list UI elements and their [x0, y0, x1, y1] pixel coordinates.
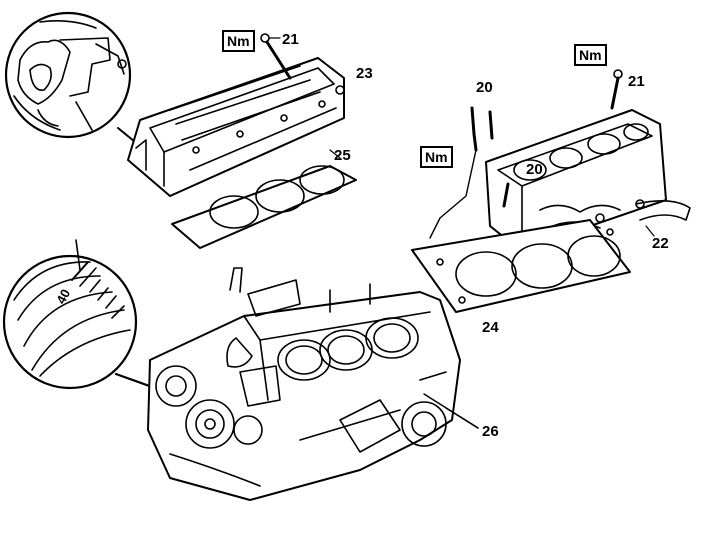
callout-25: 25 — [334, 147, 351, 164]
callout-21-right: 21 — [628, 73, 645, 90]
callout-21-left: 21 — [282, 31, 299, 48]
torque-symbol-middle-right: Nm — [420, 146, 453, 168]
timing-detail-circle — [4, 11, 132, 139]
callout-20-lower: 20 — [526, 161, 543, 178]
cylinder-head-gasket — [411, 219, 631, 313]
torque-symbol-top-left: Nm — [222, 30, 255, 52]
callout-24: 24 — [482, 319, 499, 336]
callout-22: 22 — [652, 235, 669, 252]
callout-23: 23 — [356, 65, 373, 82]
callout-26: 26 — [482, 423, 499, 440]
callout-20-top: 20 — [476, 79, 493, 96]
bolts-20 — [470, 106, 510, 208]
cylinder-head-cover — [127, 57, 345, 197]
timing-scale-detail-circle — [2, 239, 138, 390]
engine-block — [147, 267, 461, 501]
bolt-21-right — [610, 69, 623, 110]
bolt-21-left — [260, 33, 292, 80]
head-cover-gasket — [171, 165, 357, 249]
torque-symbol-top-right: Nm — [574, 44, 607, 66]
